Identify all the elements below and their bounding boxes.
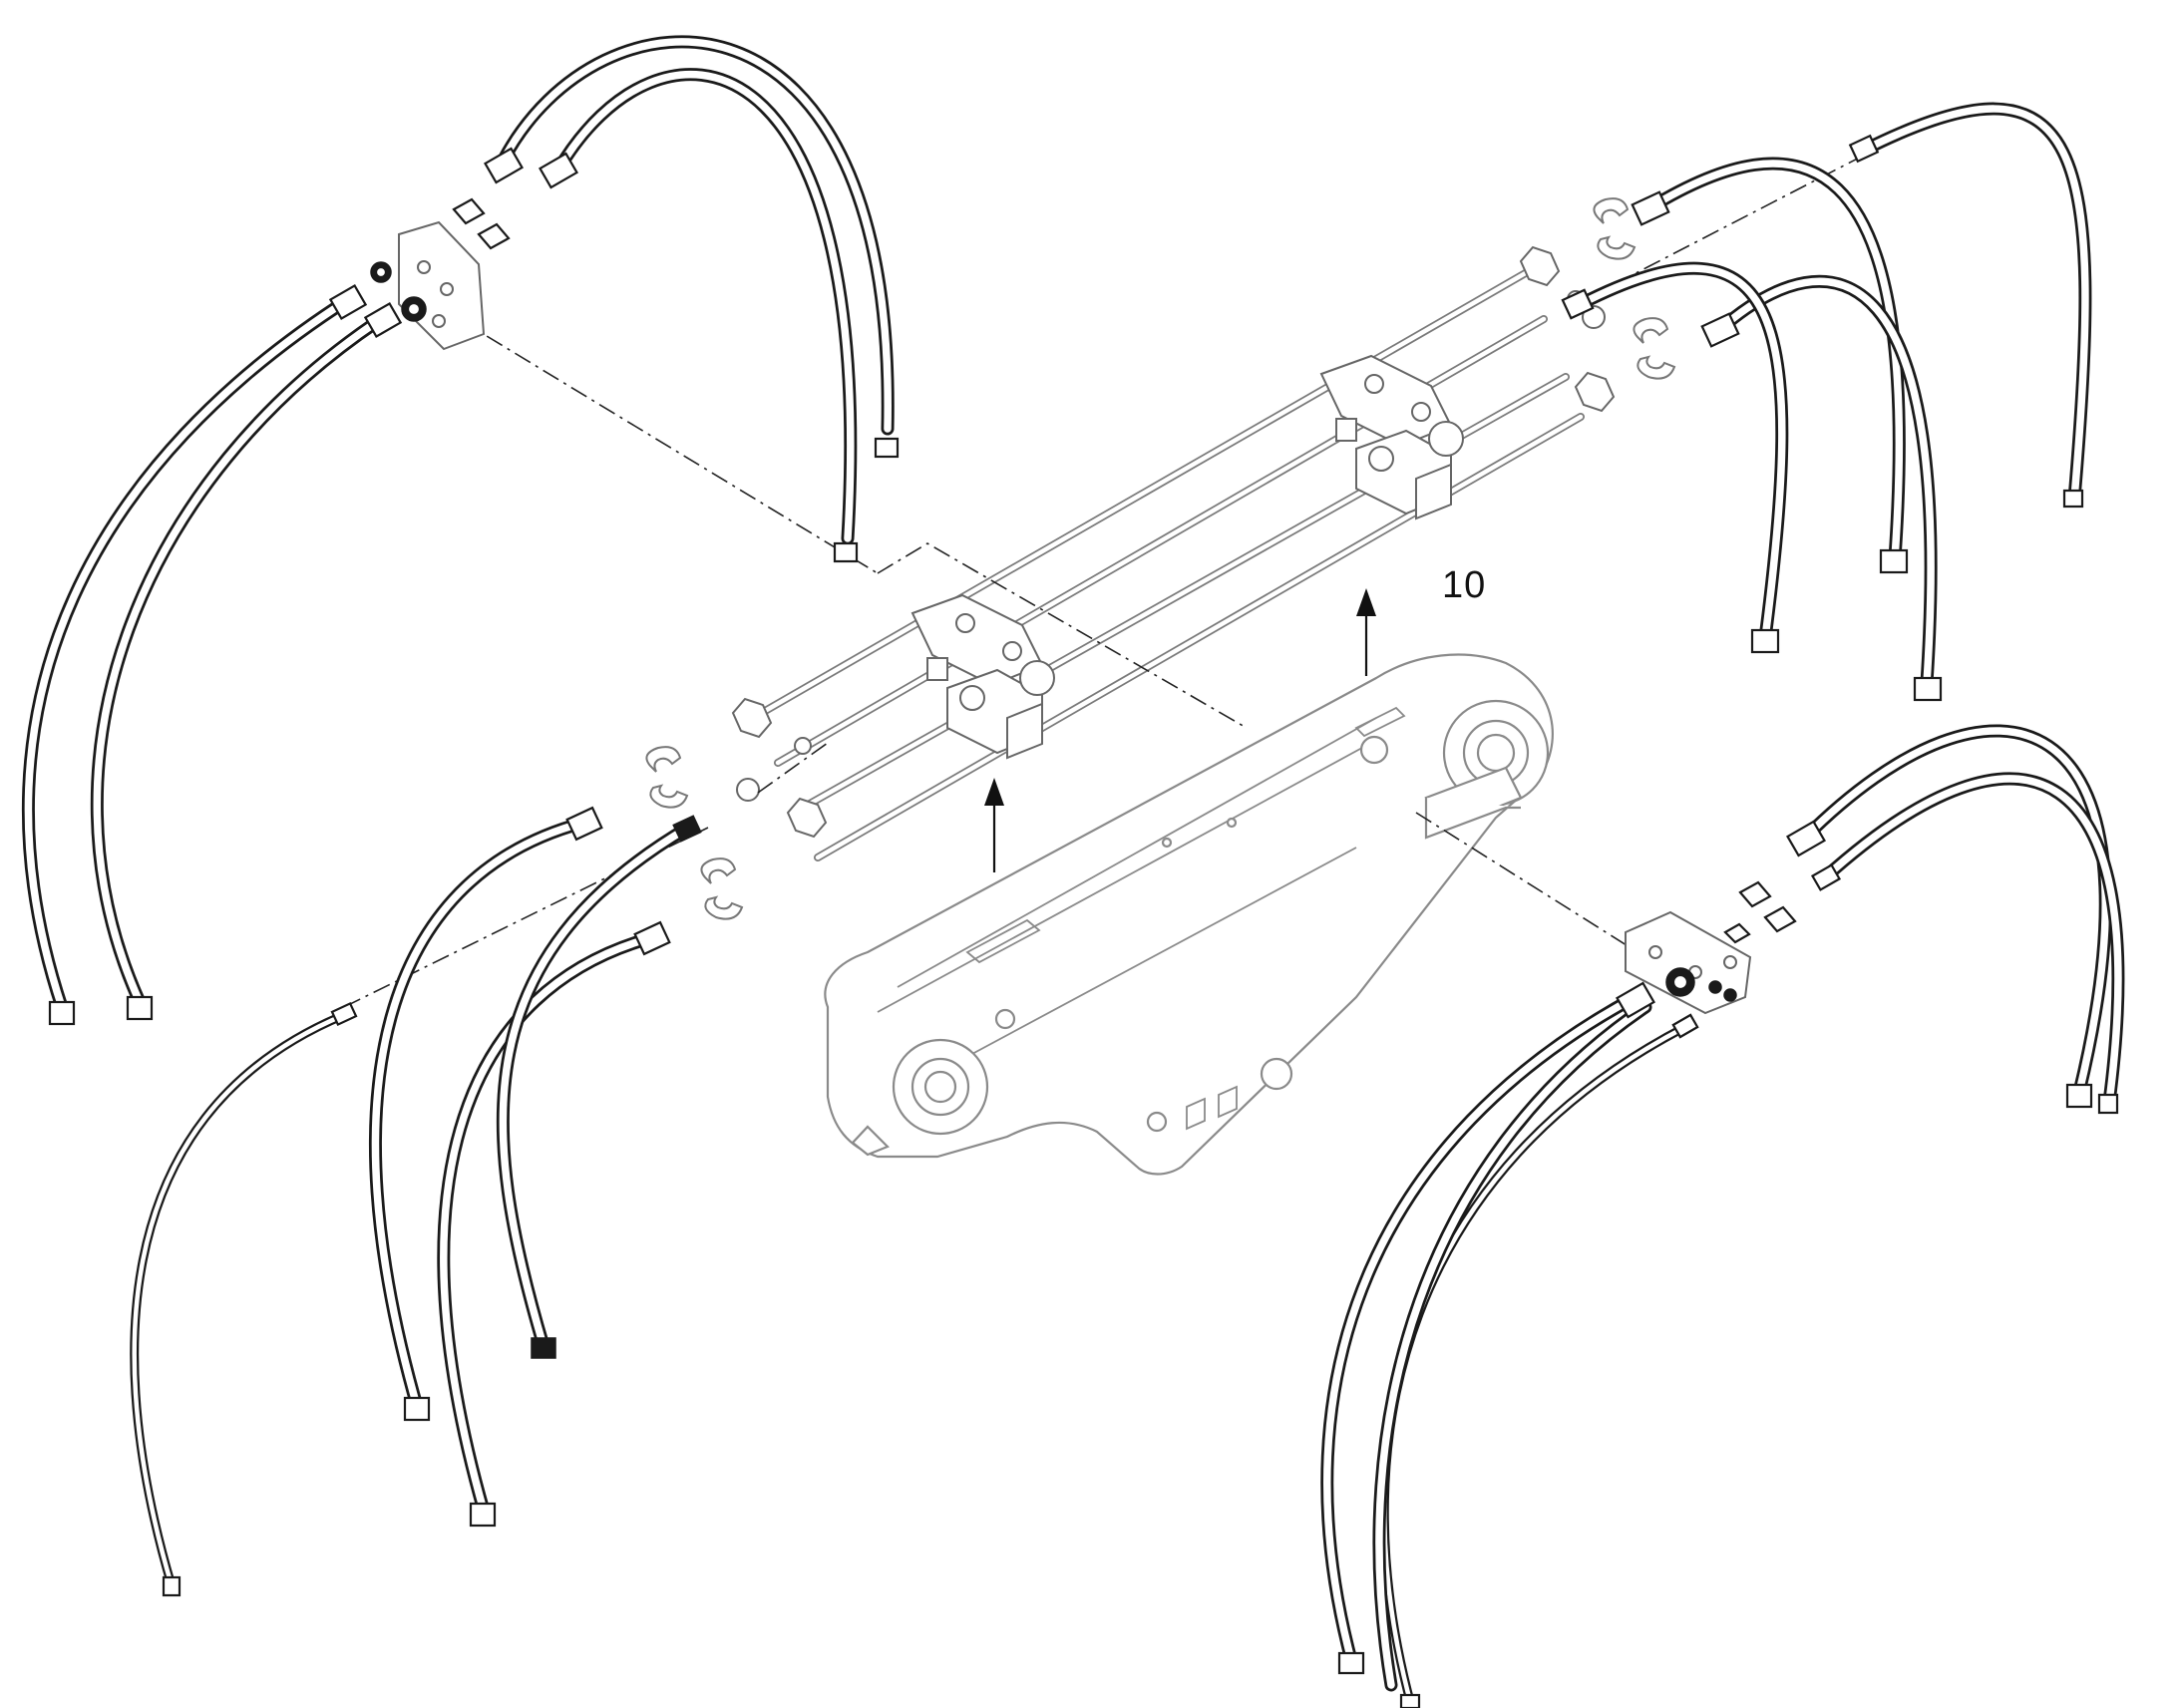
clamp-halves <box>645 197 1676 920</box>
hose-group-upper-left <box>21 35 900 1026</box>
boom-arm <box>824 653 1554 1176</box>
assembly-arrow-front <box>984 778 1004 872</box>
pipe-bundle <box>731 245 1616 861</box>
hose-group-lower-left <box>130 806 702 1597</box>
hose-group-lower-right <box>1320 724 2125 1708</box>
assembly-arrow-rear <box>1356 588 1376 676</box>
callout-item-10: 10 <box>1442 564 1487 606</box>
hose-group-upper-right <box>1561 102 2092 702</box>
